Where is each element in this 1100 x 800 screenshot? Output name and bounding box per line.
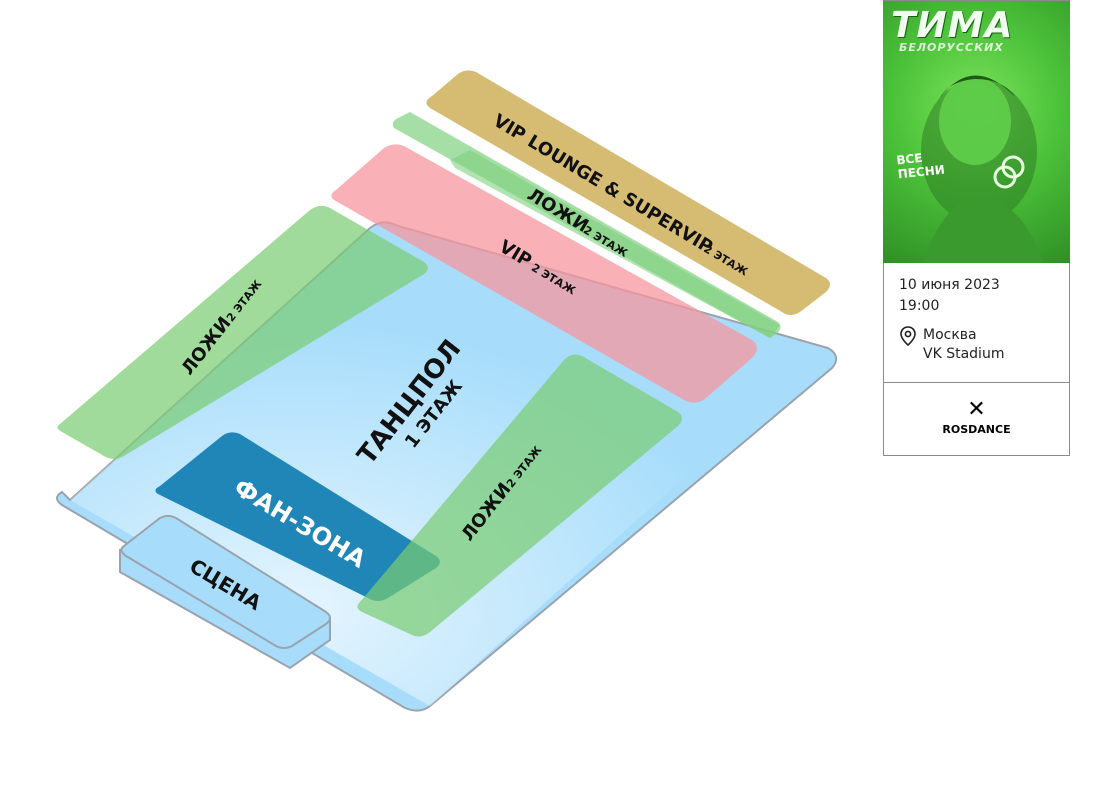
- stage-zone[interactable]: [119, 515, 331, 670]
- organizer-logo[interactable]: ✕ ROSDANCE: [884, 383, 1069, 437]
- fan-zone[interactable]: [155, 432, 440, 601]
- event-venue: VK Stadium: [923, 346, 1005, 362]
- artist-photo: [921, 75, 1043, 263]
- lodges-back-zone-2: [450, 150, 780, 338]
- vip-lounge-zone[interactable]: [426, 70, 830, 316]
- map-pin-icon: [899, 326, 923, 364]
- event-date: 10 июня 2023: [899, 277, 1000, 293]
- lodges-right-zone[interactable]: [357, 354, 682, 637]
- lodges-left-zone[interactable]: [57, 205, 429, 459]
- poster-tagline: ВСЕ ПЕСНИ: [896, 149, 946, 182]
- event-poster: ТИМА БЕЛОРУССКИХ ВСЕ ПЕСНИ: [883, 1, 1070, 263]
- poster-artist-surname: БЕЛОРУССКИХ: [899, 41, 1004, 54]
- event-ticket-card: ТИМА БЕЛОРУССКИХ ВСЕ ПЕСНИ 10 июня 2023 …: [883, 0, 1070, 456]
- organizer-mark-icon: ✕: [967, 397, 986, 422]
- event-city: Москва: [923, 327, 977, 343]
- event-time: 19:00: [899, 298, 940, 314]
- organizer-name: ROSDANCE: [942, 423, 1011, 436]
- vip-zone[interactable]: [331, 144, 757, 403]
- poster-artist-name: ТИМА: [891, 5, 1014, 46]
- venue-seat-map: VIP LOUNGE & SUPERVIP 2 ЭТАЖ ЛОЖИ 2 ЭТАЖ…: [56, 70, 838, 712]
- event-location: Москва VK Stadium: [899, 326, 1069, 364]
- event-info: 10 июня 2023 19:00 Москва VK Stadium: [884, 263, 1069, 383]
